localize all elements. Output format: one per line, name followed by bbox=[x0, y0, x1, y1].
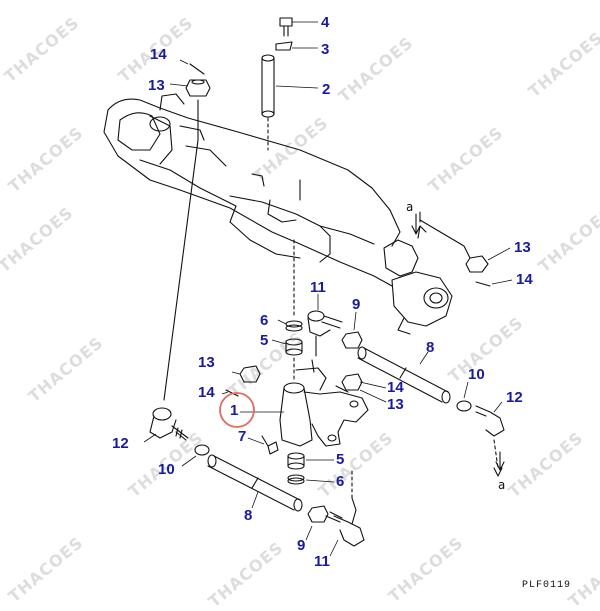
callout-8: 8 bbox=[426, 339, 435, 356]
bushing-5-lower bbox=[287, 452, 305, 470]
rod-8-upper bbox=[357, 346, 451, 404]
stud-line-left bbox=[163, 99, 199, 401]
nut-9-upper bbox=[341, 331, 363, 349]
callout-10: 10 bbox=[158, 461, 175, 478]
callout-12: 12 bbox=[506, 389, 523, 406]
ref-arrow-upper bbox=[411, 213, 421, 235]
callout-13: 13 bbox=[387, 396, 404, 413]
callout-9: 9 bbox=[352, 296, 361, 313]
callout-4: 4 bbox=[321, 14, 330, 31]
callout-2: 2 bbox=[322, 81, 331, 98]
callout-13: 13 bbox=[198, 354, 215, 371]
callout-14: 14 bbox=[198, 384, 215, 401]
bolt-4 bbox=[279, 17, 293, 37]
callout-5: 5 bbox=[336, 451, 345, 468]
grease-fitting-7 bbox=[261, 435, 279, 455]
pin-14-right bbox=[335, 385, 349, 393]
rod-8-lower bbox=[207, 454, 303, 512]
callout-1: 1 bbox=[230, 402, 239, 419]
steering-knuckle bbox=[383, 211, 453, 335]
washer-6-lower bbox=[287, 474, 305, 485]
callout-11: 11 bbox=[314, 553, 330, 570]
pin-14-right-upper bbox=[475, 281, 491, 287]
callout-6: 6 bbox=[260, 312, 269, 329]
callout-10: 10 bbox=[468, 366, 485, 383]
nut-13-right bbox=[341, 373, 363, 391]
callout-5: 5 bbox=[260, 332, 269, 349]
tie-rod-end-left bbox=[149, 407, 189, 441]
callout-8: 8 bbox=[244, 507, 253, 524]
callout-13: 13 bbox=[514, 239, 531, 256]
highlight-circle bbox=[219, 392, 255, 428]
pin-14-upper bbox=[189, 63, 205, 75]
callout-13: 13 bbox=[148, 77, 165, 94]
callout-14: 14 bbox=[150, 46, 167, 63]
reference-letter-lower: a bbox=[498, 478, 506, 492]
ref-arrow-lower bbox=[495, 451, 505, 471]
washer-10-left bbox=[194, 444, 210, 456]
washer-10-right bbox=[456, 400, 472, 412]
callout-12: 12 bbox=[112, 435, 129, 452]
nut-13-right-upper bbox=[465, 255, 489, 273]
pin-2 bbox=[261, 54, 275, 151]
washer-6-upper bbox=[285, 320, 303, 332]
reference-letter-upper: a bbox=[406, 200, 414, 214]
callout-9: 9 bbox=[297, 537, 306, 554]
callout-6: 6 bbox=[336, 473, 345, 490]
leader-lines bbox=[143, 21, 513, 557]
plate-3 bbox=[275, 41, 293, 51]
tie-rod-end-upper bbox=[307, 310, 343, 357]
callout-3: 3 bbox=[321, 41, 330, 58]
drawing-code: PLF0119 bbox=[522, 580, 572, 591]
nut-13-left bbox=[239, 365, 261, 383]
nut-9-lower bbox=[307, 505, 329, 523]
tie-rod-end-right bbox=[475, 405, 505, 477]
bushing-5-upper bbox=[285, 338, 303, 356]
tie-rod-end-lower bbox=[325, 469, 365, 547]
stud-line-right bbox=[419, 219, 471, 259]
callout-14: 14 bbox=[387, 379, 404, 396]
callout-7: 7 bbox=[238, 428, 247, 445]
callout-14: 14 bbox=[516, 271, 533, 288]
callout-11: 11 bbox=[310, 279, 326, 296]
steering-bracket bbox=[279, 359, 369, 447]
nut-13-upper bbox=[185, 79, 211, 97]
axle-housing bbox=[103, 93, 401, 287]
